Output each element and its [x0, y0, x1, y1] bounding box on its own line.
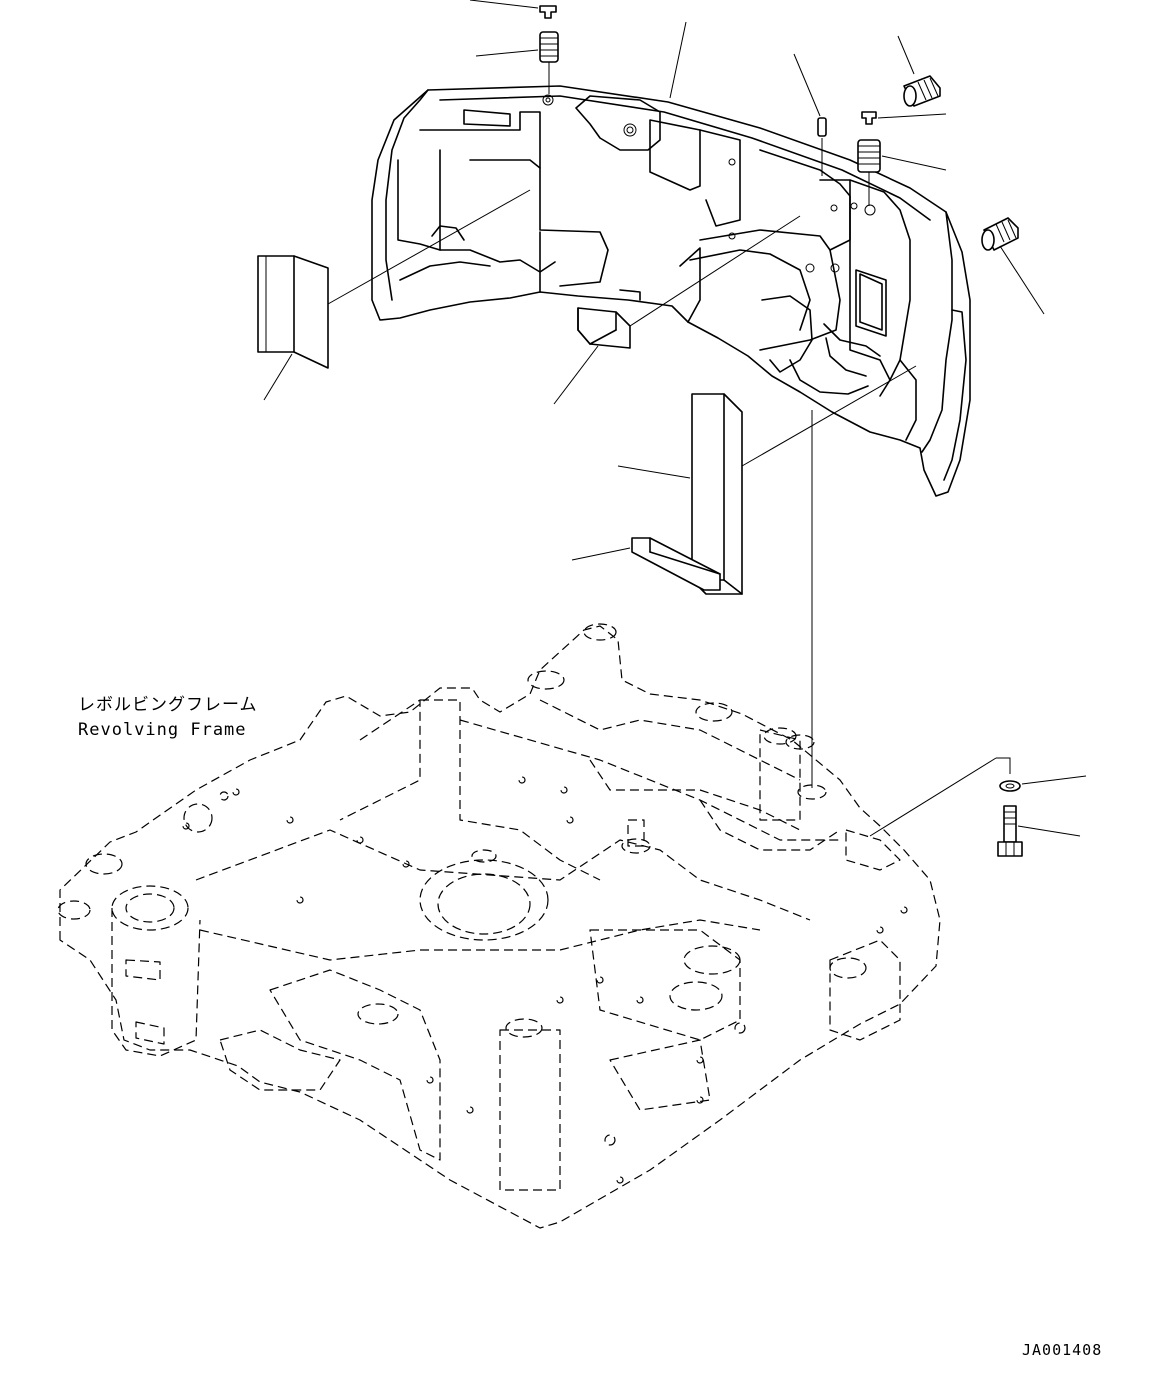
pin-small [793, 53, 827, 176]
washer [999, 775, 1087, 792]
revolving-frame [57, 623, 941, 1229]
frame-label-en: Revolving Frame [78, 720, 247, 740]
hex-bolt [997, 805, 1081, 857]
filler-plate-tall [617, 365, 917, 595]
bolt-small-top [469, 0, 557, 19]
threaded-spacer-right [857, 139, 947, 206]
threaded-spacer-left [475, 31, 559, 94]
bolt-leader [869, 757, 1011, 837]
filler-block-angled [571, 537, 721, 591]
leader-counterweight [669, 21, 687, 99]
filler-plate-small [553, 215, 801, 405]
drawing-id: JA001408 [1022, 1341, 1102, 1359]
plug-right [981, 217, 1045, 315]
counterweight [371, 85, 971, 497]
bolt-small-right [861, 111, 947, 125]
plug-top-right [897, 35, 941, 107]
frame-label-jp: レボルビングフレーム [78, 695, 258, 715]
filler-plate-left [257, 189, 531, 401]
